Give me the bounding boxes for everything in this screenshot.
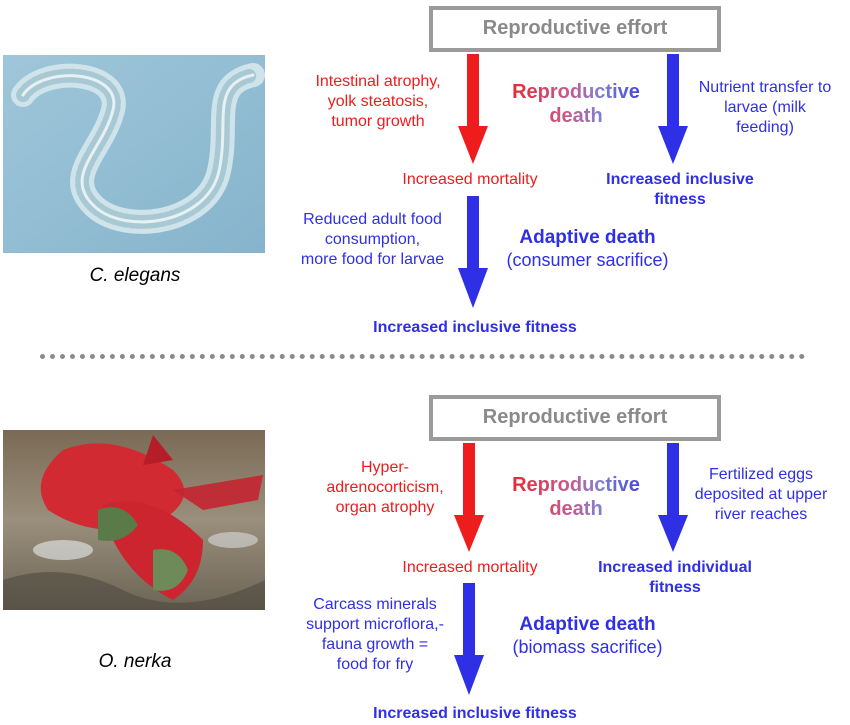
blue-arrow-bottom-center [454, 583, 484, 695]
increased-mortality-top: Increased mortality [402, 171, 538, 188]
o-nerka-photo [3, 430, 265, 610]
reproductive-effort-box-bottom: Reproductive effort [429, 395, 721, 441]
final-outcome-bottom: Increased inclusive fitness [373, 705, 577, 722]
adaptive-death-bottom: Adaptive death (biomass sacrifice) [512, 614, 663, 657]
section-divider [40, 354, 805, 359]
red-arrow-top [458, 54, 488, 164]
adaptive-cause-top: Reduced adult food consumption, more foo… [300, 211, 445, 268]
reproductive-effort-box-top: Reproductive effort [429, 6, 721, 52]
right-cause-bottom: Fertilized eggs deposited at upper river… [694, 466, 828, 523]
c-elegans-photo [3, 55, 265, 253]
species-label-c-elegans: C. elegans [89, 265, 181, 286]
adaptive-death-top: Adaptive death (consumer sacrifice) [506, 227, 669, 270]
adaptive-cause-bottom: Carcass minerals support microflora,- fa… [306, 596, 444, 673]
right-outcome-top: Increased inclusive fitness [606, 171, 754, 208]
right-cause-top: Nutrient transfer to larvae (milk feedin… [698, 79, 832, 136]
right-outcome-bottom: Increased individual fitness [598, 559, 752, 596]
final-outcome-top: Increased inclusive fitness [373, 319, 577, 336]
left-cause-bottom: Hyper- adrenocorticism, organ atrophy [326, 459, 444, 516]
blue-arrow-top-center [458, 196, 488, 308]
left-cause-top: Intestinal atrophy, yolk steatosis, tumo… [315, 73, 441, 130]
species-label-o-nerka: O. nerka [98, 651, 172, 672]
increased-mortality-bottom: Increased mortality [402, 559, 538, 576]
blue-arrow-bottom-right [658, 443, 688, 552]
blue-arrow-top-right [658, 54, 688, 164]
red-arrow-bottom [454, 443, 484, 552]
